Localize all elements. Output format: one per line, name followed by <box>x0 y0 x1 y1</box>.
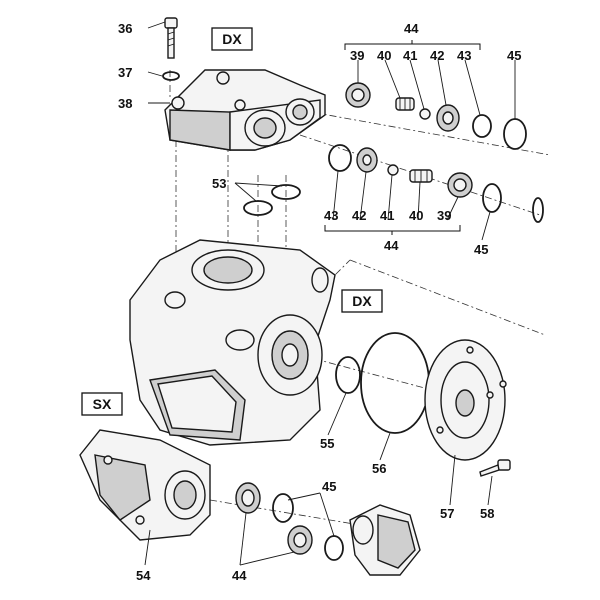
callout-43-mid: 43 <box>324 208 338 223</box>
callout-36: 36 <box>118 21 132 36</box>
bolt-36 <box>164 17 178 59</box>
callout-40-top: 40 <box>377 48 391 63</box>
callout-39-top: 39 <box>350 48 364 63</box>
callout-38: 38 <box>118 96 132 111</box>
callout-40-mid: 40 <box>409 208 423 223</box>
valve-stack-bottom <box>235 482 344 561</box>
gasket-56 <box>360 332 430 434</box>
callout-56: 56 <box>372 461 386 476</box>
o-ring-53-right <box>271 184 301 200</box>
screw-58 <box>479 459 511 477</box>
o-ring-53-left <box>243 200 273 216</box>
o-ring-55 <box>335 356 361 394</box>
callout-43-top: 43 <box>457 48 471 63</box>
sx-cap-piece <box>349 504 421 576</box>
side-label-dx-main-text: DX <box>352 293 372 309</box>
callout-37: 37 <box>118 65 132 80</box>
side-label-dx-top: DX <box>211 27 253 51</box>
callout-44-mid: 44 <box>384 238 399 253</box>
valve-head-sx <box>79 429 211 541</box>
callout-42-top: 42 <box>430 48 444 63</box>
callout-45-top: 45 <box>507 48 521 63</box>
callout-labels: 36 37 38 44 39 40 41 42 43 45 53 43 42 4… <box>118 21 521 583</box>
leader-lines <box>144 21 516 566</box>
valve-stack-top <box>345 82 527 150</box>
callout-44-bot: 44 <box>232 568 247 583</box>
callout-41-top: 41 <box>403 48 417 63</box>
callout-39-mid: 39 <box>437 208 451 223</box>
side-label-sx-text: SX <box>93 396 112 412</box>
valve-head-dx <box>164 69 326 151</box>
side-label-dx-top-text: DX <box>222 31 242 47</box>
washer-37 <box>162 71 180 81</box>
callout-55: 55 <box>320 436 334 451</box>
callout-57: 57 <box>440 506 454 521</box>
callout-45-bot: 45 <box>322 479 336 494</box>
callout-58: 58 <box>480 506 494 521</box>
callout-54: 54 <box>136 568 151 583</box>
side-label-sx: SX <box>81 392 123 416</box>
pump-body <box>129 239 336 446</box>
valve-stack-middle <box>328 144 544 223</box>
callout-42-mid: 42 <box>352 208 366 223</box>
callout-53: 53 <box>212 176 226 191</box>
side-label-dx-main: DX <box>341 289 383 313</box>
callout-44-top: 44 <box>404 21 419 36</box>
callout-45-mid: 45 <box>474 242 488 257</box>
callout-41-mid: 41 <box>380 208 394 223</box>
end-cover-57 <box>424 339 507 461</box>
group-bracket-middle <box>324 225 461 232</box>
